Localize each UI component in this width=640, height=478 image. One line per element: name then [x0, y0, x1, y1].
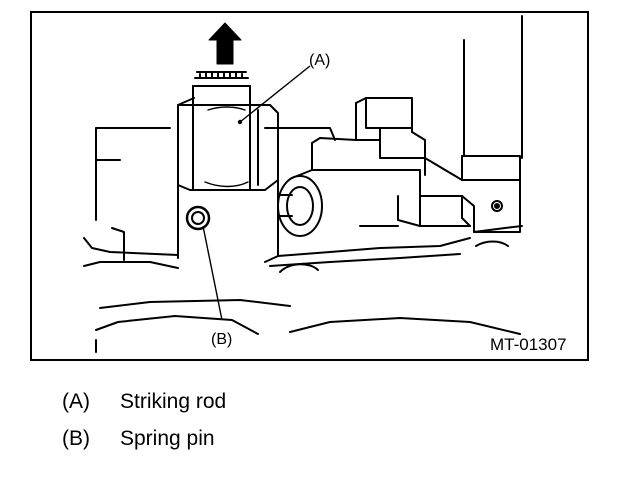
leader-line-a: [239, 65, 311, 123]
legend-key: (B): [62, 427, 90, 450]
legend-key: (A): [62, 390, 90, 413]
figure-id: MT-01307: [490, 335, 567, 354]
callout-a: (A): [309, 52, 330, 69]
legend-item-b: (B) Spring pin: [62, 427, 215, 451]
striking-rod: [192, 85, 251, 191]
bolt-head: [491, 200, 503, 212]
legend-label: Striking rod: [120, 390, 227, 413]
spring-pin: [185, 205, 211, 231]
legend-label: Spring pin: [120, 427, 215, 450]
figure-frame: [30, 11, 589, 361]
shaft-seal: [277, 175, 323, 237]
pull-direction-arrow-icon: [208, 22, 242, 65]
legend-item-a: (A) Striking rod: [62, 390, 226, 414]
leader-line-b: [202, 225, 223, 321]
callout-b: (B): [211, 331, 232, 348]
transmission-case-drawing: [83, 15, 523, 353]
